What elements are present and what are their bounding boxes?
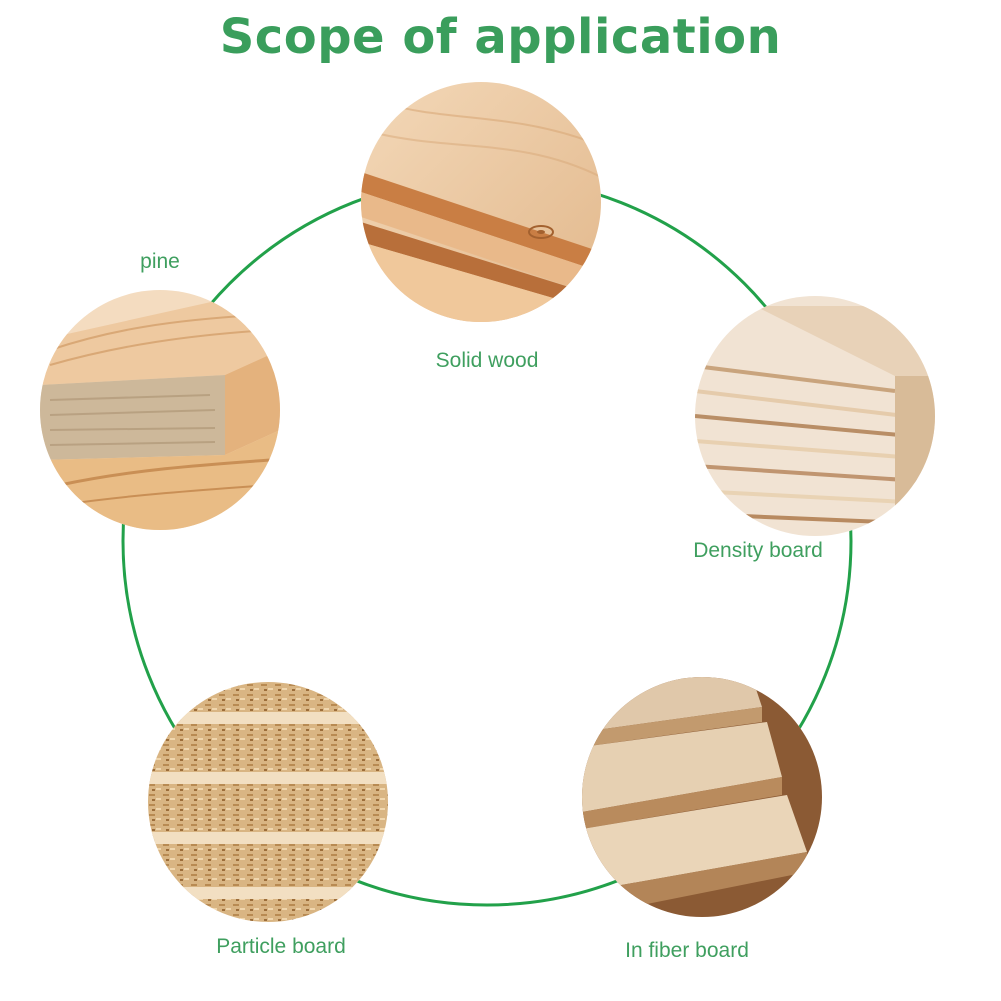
particle-board-label: Particle board xyxy=(216,935,346,958)
density-board-label: Density board xyxy=(693,539,823,562)
pine-image xyxy=(40,290,280,530)
fiber-board-label: In fiber board xyxy=(625,939,749,962)
fiber-board-image xyxy=(582,677,822,917)
page-title: Scope of application xyxy=(219,9,782,65)
solid-wood-image xyxy=(361,82,601,322)
pine-label: pine xyxy=(140,250,180,273)
density-board-image xyxy=(695,296,935,536)
particle-board-image xyxy=(148,682,388,922)
solid-wood-label: Solid wood xyxy=(435,349,539,372)
